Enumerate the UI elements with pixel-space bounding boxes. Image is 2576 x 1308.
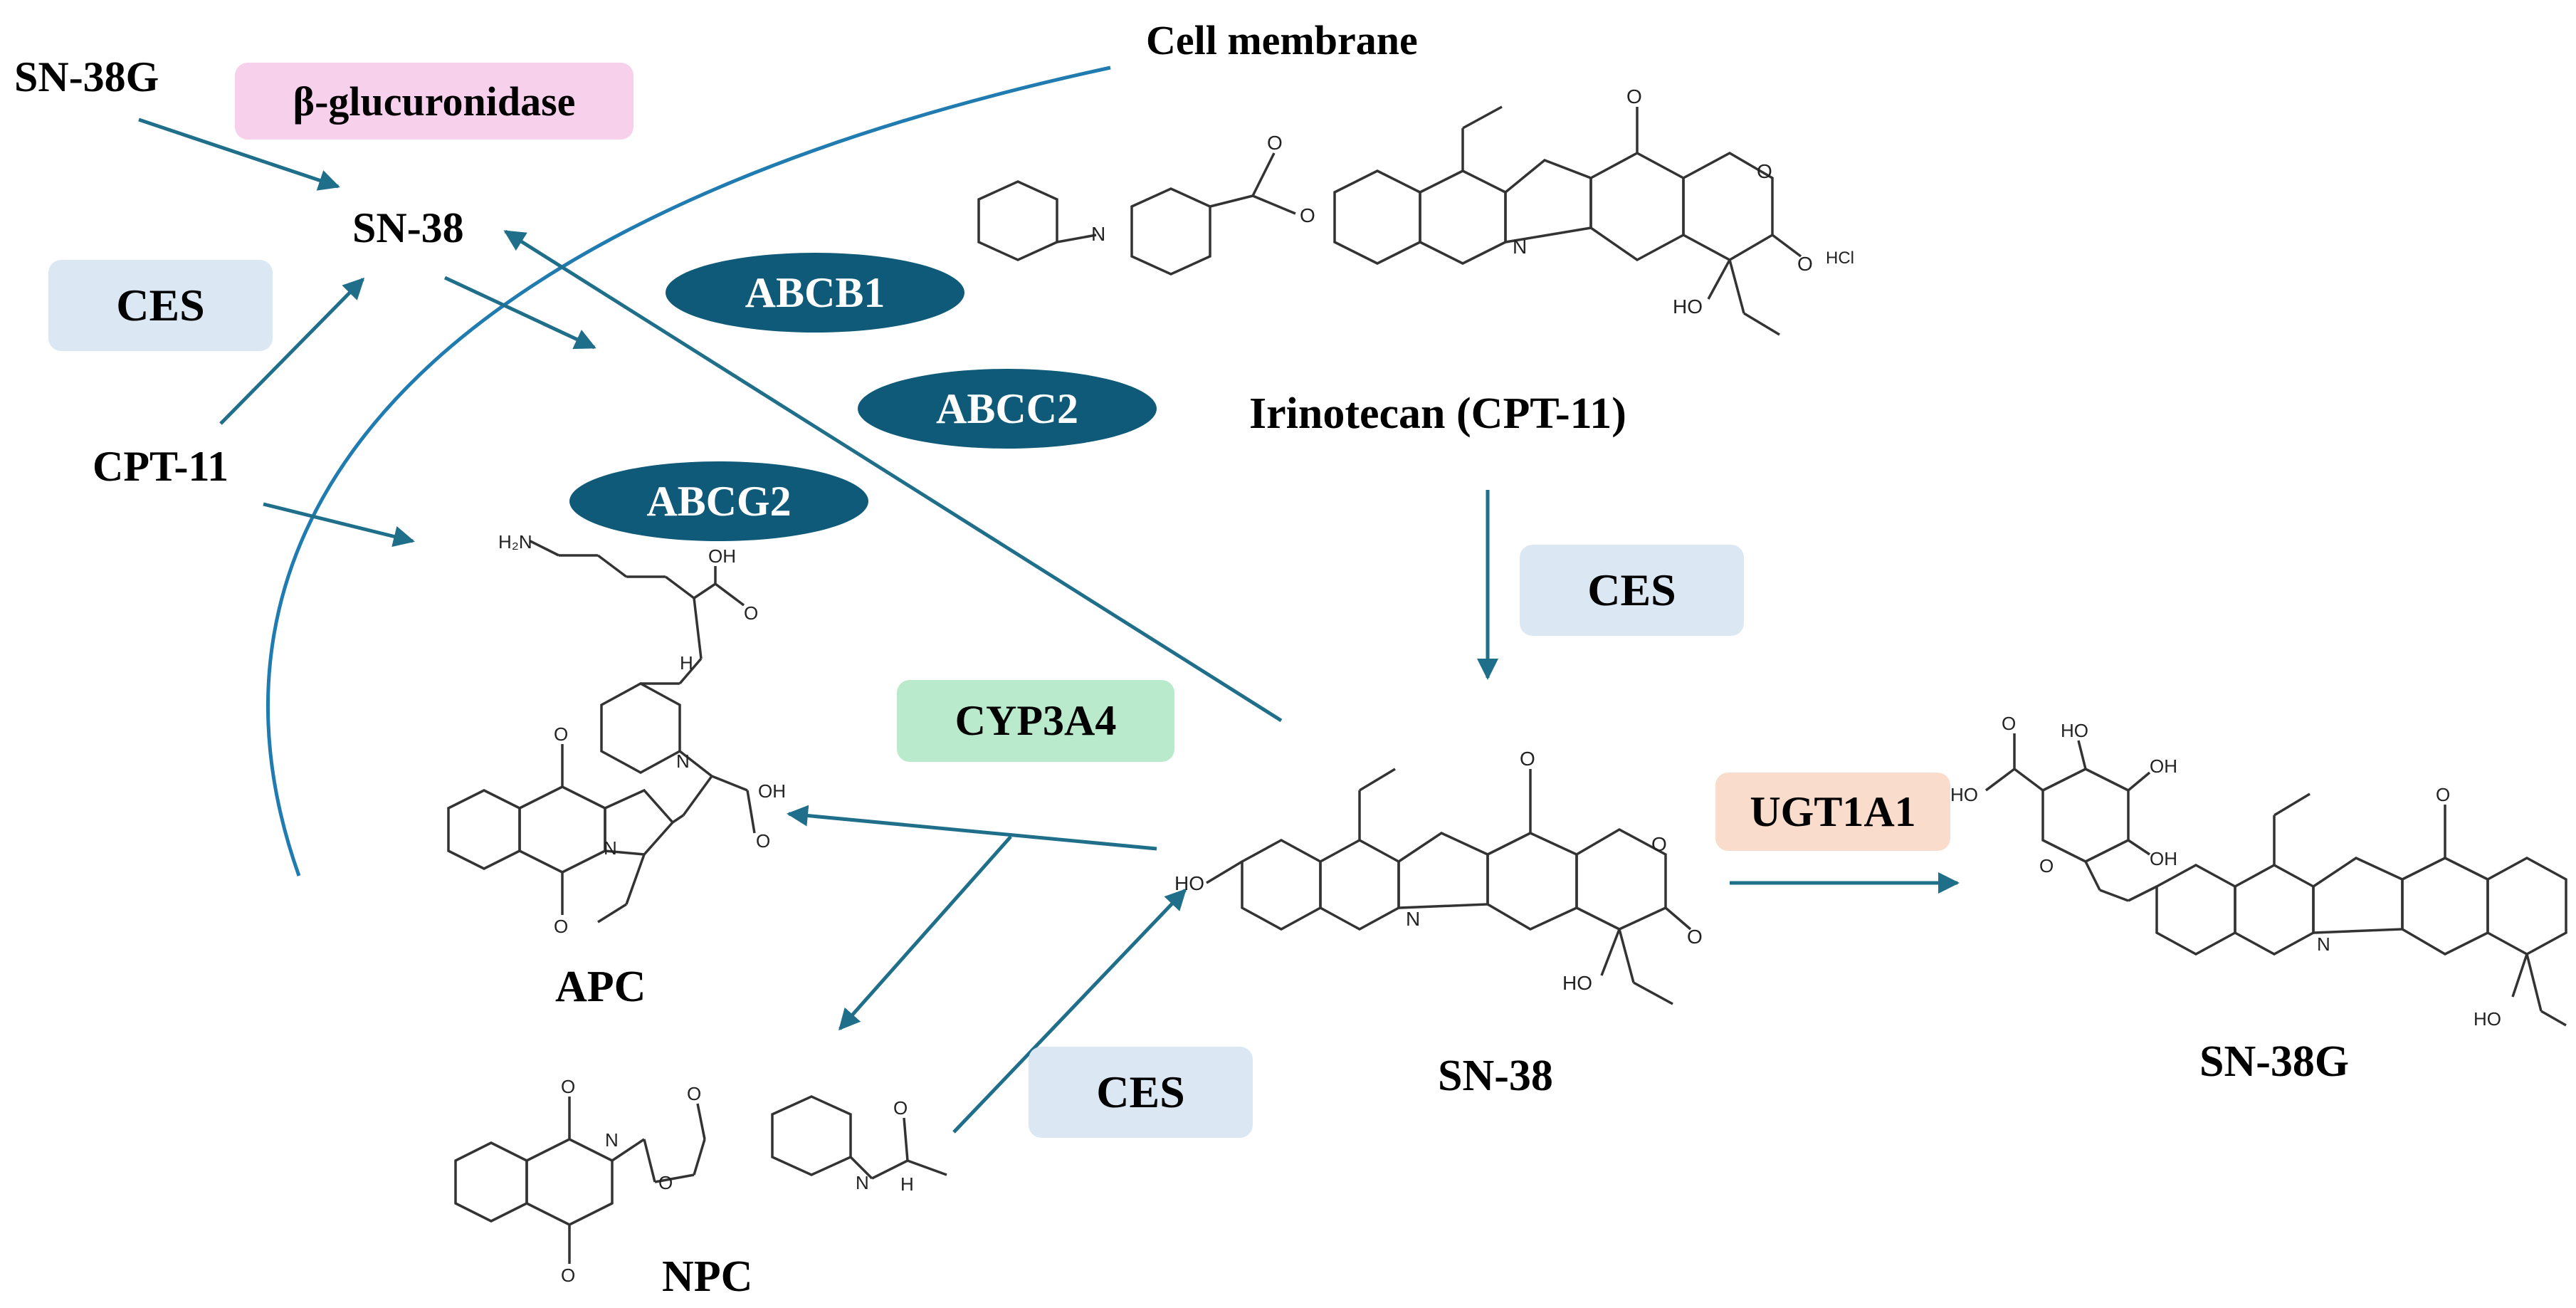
svg-text:HO: HO [1562,972,1592,994]
sn38g-structure [1984,733,2567,1027]
svg-text:HO: HO [1950,784,1978,805]
transporter-abcb1: ABCB1 [666,253,964,333]
cell-membrane-label: Cell membrane [1146,17,1418,63]
svg-text:OH: OH [2150,848,2177,869]
svg-text:H₂N: H₂N [498,531,532,553]
outside-ces-label: CES [116,280,205,330]
arrow-cpt11-to-apc [263,502,415,548]
svg-text:N: N [1513,236,1527,258]
svg-text:O: O [561,1076,575,1097]
outside-cpt11-label: CPT-11 [93,443,229,490]
svg-text:OH: OH [708,545,736,567]
svg-text:O: O [2436,784,2450,805]
transporter-abcb1-label: ABCB1 [745,268,885,316]
arrow-sn38g-to-sn38 [138,117,340,191]
npc-atom-labels: O O N O O N O H [561,1076,914,1286]
svg-text:HO: HO [2474,1008,2501,1030]
svg-text:O: O [744,602,758,624]
svg-text:N: N [856,1172,869,1193]
svg-text:O: O [687,1083,701,1104]
ces-main-box: CES [1520,545,1744,636]
beta-glucuronidase-label: β-glucuronidase [293,78,576,125]
arrow-sn38-efflux [503,229,1283,723]
outside-ces-box: CES [48,260,273,351]
svg-text:OH: OH [758,780,786,802]
beta-glucuronidase-box: β-glucuronidase [235,63,634,140]
pathway-arrows [138,117,1960,1134]
svg-text:N: N [676,750,690,772]
sn38-atom-labels: HO N O O O HO [1174,748,1703,994]
svg-text:O: O [2002,713,2016,734]
arrow-npc-to-sn38 [952,888,1187,1134]
ces-npc-box: CES [1029,1047,1253,1138]
svg-text:HO: HO [1174,872,1204,894]
transporter-abcc2-label: ABCC2 [935,384,1078,432]
sn38g-atom-labels: O HO HO OH OH O N O HO [1950,713,2501,1030]
svg-text:O: O [1626,85,1642,108]
arrow-cyp3a4-to-apc [787,805,1157,851]
cell-membrane-arc [266,66,1111,877]
ugt1a1-box: UGT1A1 [1715,773,1950,851]
cyp3a4-label: CYP3A4 [955,697,1117,744]
apc-atom-labels: H₂N OH O H N OH O O O N [498,531,786,937]
arrow-cpt11-to-sn38-outside [219,277,365,425]
svg-text:N: N [604,837,617,859]
sn38g-label: SN-38G [2199,1037,2350,1086]
ces-main-label: CES [1587,565,1676,615]
svg-text:HO: HO [2061,720,2088,741]
svg-text:H: H [680,652,693,674]
irinotecan-structure [977,105,1802,336]
svg-text:O: O [1797,253,1813,275]
ces-npc-label: CES [1096,1067,1185,1117]
transporter-abcc2: ABCC2 [858,369,1157,449]
svg-text:O: O [2039,855,2054,877]
irinotecan-label: Irinotecan (CPT-11) [1249,389,1626,438]
svg-text:HCl: HCl [1826,248,1854,268]
transporter-abcg2: ABCG2 [569,461,868,541]
arrow-sn38-to-inside [443,276,596,350]
svg-text:O: O [1687,926,1703,948]
ugt1a1-label: UGT1A1 [1750,788,1916,835]
npc-label: NPC [662,1252,753,1301]
svg-text:O: O [1520,748,1535,770]
svg-text:HO: HO [1673,295,1703,318]
npc-structure [454,1095,947,1264]
svg-text:O: O [1300,204,1315,226]
svg-text:O: O [756,830,770,852]
svg-text:N: N [1091,223,1105,245]
svg-text:O: O [1757,160,1772,182]
svg-text:O: O [1651,833,1667,855]
svg-text:O: O [1267,132,1283,154]
svg-text:N: N [1406,908,1420,930]
svg-text:H: H [900,1173,914,1195]
arrow-cyp3a4-to-npc [838,835,1012,1031]
cyp3a4-box: CYP3A4 [897,680,1174,762]
svg-text:O: O [658,1172,673,1193]
svg-text:O: O [554,723,568,745]
sn38-label: SN-38 [1438,1052,1553,1100]
svg-text:O: O [554,916,568,937]
outside-sn38-label: SN-38 [352,204,464,251]
irinotecan-atom-labels: N O O N O O O HO HCl [1091,85,1854,318]
apc-label: APC [555,963,646,1011]
svg-text:OH: OH [2150,755,2177,777]
transporter-abcg2-label: ABCG2 [646,477,792,525]
outside-sn38g-label: SN-38G [14,53,159,100]
svg-text:N: N [2317,933,2330,955]
sn38-structure [1206,768,1692,1005]
svg-text:N: N [605,1129,619,1151]
svg-text:O: O [561,1265,575,1286]
svg-text:O: O [893,1097,908,1119]
apc-structure [447,540,756,924]
